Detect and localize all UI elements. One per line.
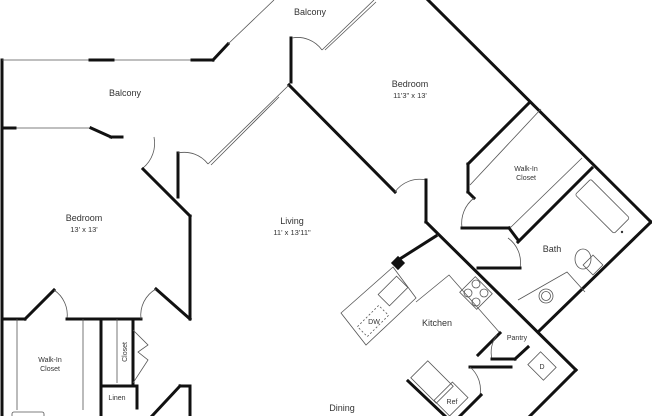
linen-label: Linen bbox=[108, 395, 125, 402]
room-labels: Balcony Balcony Bedroom 11'3" x 13' Bedr… bbox=[38, 7, 561, 413]
bedroom-left-size: 13' x 13' bbox=[70, 225, 98, 234]
walkin-right-label-1: Walk-In bbox=[514, 166, 538, 173]
walkin-left-label-1: Walk-In bbox=[38, 357, 62, 364]
dryer-label: D bbox=[539, 364, 544, 371]
dining-label: Dining bbox=[329, 403, 355, 413]
bedroom-left-label: Bedroom bbox=[66, 213, 103, 223]
balcony-top-label: Balcony bbox=[294, 7, 327, 17]
walkin-right-label-2: Closet bbox=[516, 175, 536, 182]
bedroom-right-size: 11'3" x 13' bbox=[393, 91, 427, 100]
living-size: 11' x 13'11" bbox=[273, 228, 311, 237]
pantry-label: Pantry bbox=[507, 335, 528, 342]
walkin-left-label-2: Closet bbox=[40, 366, 60, 373]
balcony-left-label: Balcony bbox=[109, 88, 142, 98]
bedroom-right-label: Bedroom bbox=[392, 79, 429, 89]
column bbox=[390, 255, 406, 271]
living-label: Living bbox=[280, 216, 304, 226]
kitchen-label: Kitchen bbox=[422, 318, 452, 328]
bath-label: Bath bbox=[543, 244, 562, 254]
dishwasher-label: DW bbox=[368, 319, 380, 326]
closet-label: Closet bbox=[122, 342, 129, 362]
refrigerator-label: Ref bbox=[447, 399, 458, 406]
